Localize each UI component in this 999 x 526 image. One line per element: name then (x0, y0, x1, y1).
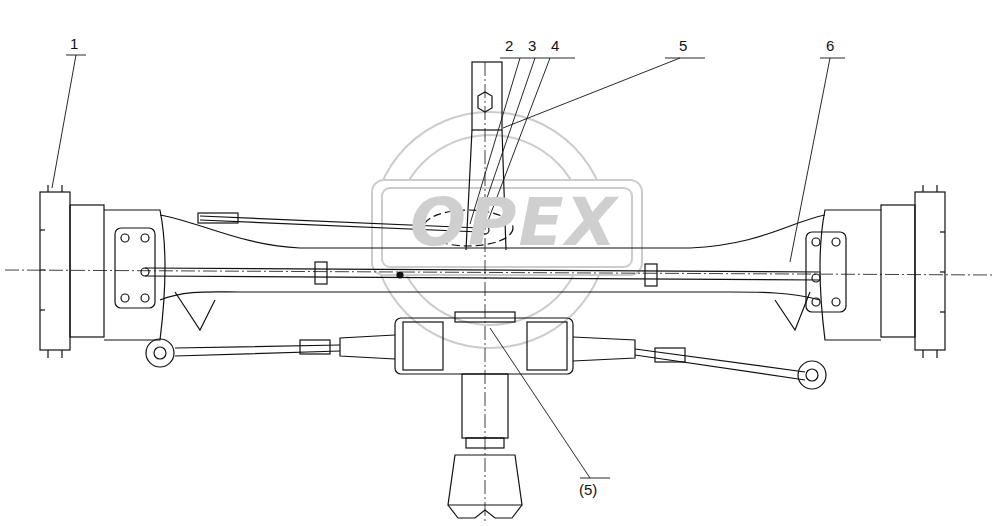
callout-number: 1 (70, 36, 78, 51)
callout-number: 6 (826, 38, 834, 53)
right-wheel-end (806, 185, 945, 358)
left-wheel-end (40, 185, 165, 358)
callout-number: 2 (505, 38, 513, 53)
steering-cylinder (146, 312, 826, 389)
callout-number: 5 (679, 38, 687, 53)
lower-pivot (448, 374, 522, 518)
watermark-gear (372, 112, 642, 348)
leader-lines (52, 55, 845, 478)
callout-number: 3 (528, 38, 536, 53)
callout-number: 4 (551, 38, 559, 53)
watermark: OPEX (410, 190, 618, 256)
tie-rod (145, 262, 820, 286)
callout-number: (5) (579, 482, 597, 497)
